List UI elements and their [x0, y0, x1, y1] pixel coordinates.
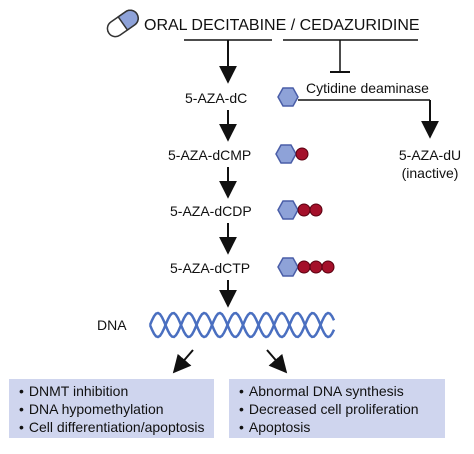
dna-label: DNA	[97, 317, 127, 333]
arrow-to-right-effects	[266, 349, 288, 374]
nucleoside-monophosphate-icon	[275, 144, 309, 164]
drug-title: ORAL DECITABINE / CEDAZURIDINE	[144, 17, 420, 34]
left-effects-box: DNMT inhibition DNA hypomethylation Cell…	[9, 379, 214, 438]
right-effects-list: Abnormal DNA synthesis Decreased cell pr…	[239, 382, 439, 436]
left-effect-item: Cell differentiation/apoptosis	[19, 418, 208, 436]
nucleoside-triphosphate-icon	[277, 257, 335, 277]
dna-double-helix-icon	[148, 311, 336, 339]
right-effect-item: Apoptosis	[239, 418, 439, 436]
product-note: (inactive)	[402, 165, 459, 181]
left-effect-item: DNMT inhibition	[19, 382, 208, 400]
metabolite-dc-label: 5-AZA-dC	[185, 90, 247, 106]
metabolite-dcmp-label: 5-AZA-dCMP	[168, 147, 251, 163]
right-effect-item: Abnormal DNA synthesis	[239, 382, 439, 400]
enzyme-label: Cytidine deaminase	[306, 80, 429, 96]
metabolite-dctp-label: 5-AZA-dCTP	[170, 260, 250, 276]
left-effects-list: DNMT inhibition DNA hypomethylation Cell…	[19, 382, 208, 436]
left-effect-item: DNA hypomethylation	[19, 400, 208, 418]
pill-capsule-icon	[106, 9, 139, 38]
right-effect-item: Decreased cell proliferation	[239, 400, 439, 418]
right-effects-box: Abnormal DNA synthesis Decreased cell pr…	[229, 379, 445, 438]
product-label: 5-AZA-dU	[399, 147, 461, 163]
metabolite-dcdp-label: 5-AZA-dCDP	[170, 203, 252, 219]
nucleoside-diphosphate-icon	[277, 200, 323, 220]
arrow-to-left-effects	[172, 349, 194, 374]
nucleoside-icon	[277, 87, 299, 107]
